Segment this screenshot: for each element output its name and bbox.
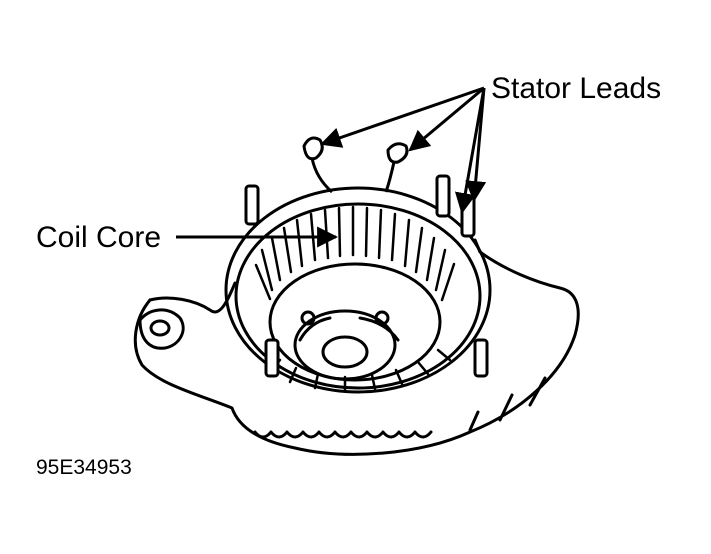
- stator-leads-leaders: [320, 86, 487, 215]
- stator-leads-label: Stator Leads: [491, 72, 662, 105]
- stator-bore: [268, 262, 442, 382]
- rotor-hub: [293, 309, 397, 381]
- stator-lead-terminals: [302, 136, 409, 194]
- housing-outline: [133, 238, 580, 456]
- stator-outer-ring: [224, 186, 492, 394]
- coil-core-label: Coil Core: [36, 221, 162, 254]
- mounting-ear: [138, 308, 185, 350]
- housing-fins: [253, 430, 433, 439]
- figure-id: 95E34953: [36, 456, 132, 479]
- coil-windings: [254, 205, 456, 393]
